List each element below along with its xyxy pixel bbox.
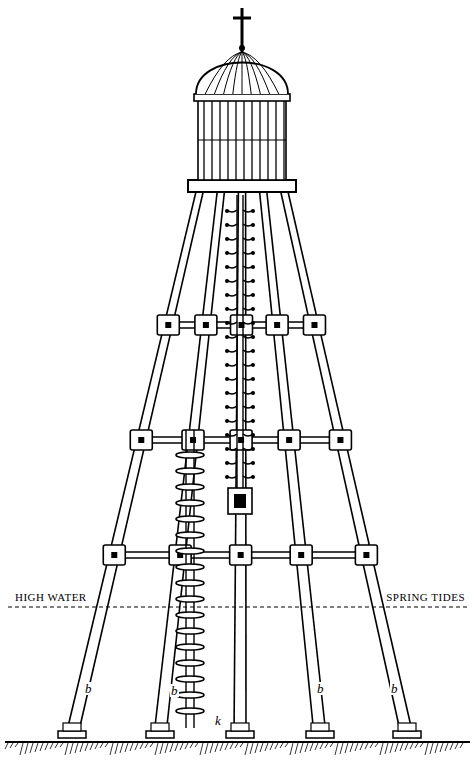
part-letter: k — [214, 714, 222, 727]
part-letter: b — [390, 682, 399, 695]
part-letter: b — [84, 682, 93, 695]
ladder-column — [176, 430, 204, 728]
tower-legs — [58, 190, 421, 738]
water-level-label: HIGH WATER — [14, 592, 88, 603]
ground — [5, 742, 470, 755]
lantern — [188, 8, 296, 192]
high-water-line — [8, 606, 468, 607]
central-column — [225, 195, 255, 514]
water-level-label: SPRING TIDES — [385, 592, 466, 603]
part-letter: b — [170, 684, 179, 697]
cross-braces — [103, 315, 377, 565]
part-letter: b — [316, 682, 325, 695]
